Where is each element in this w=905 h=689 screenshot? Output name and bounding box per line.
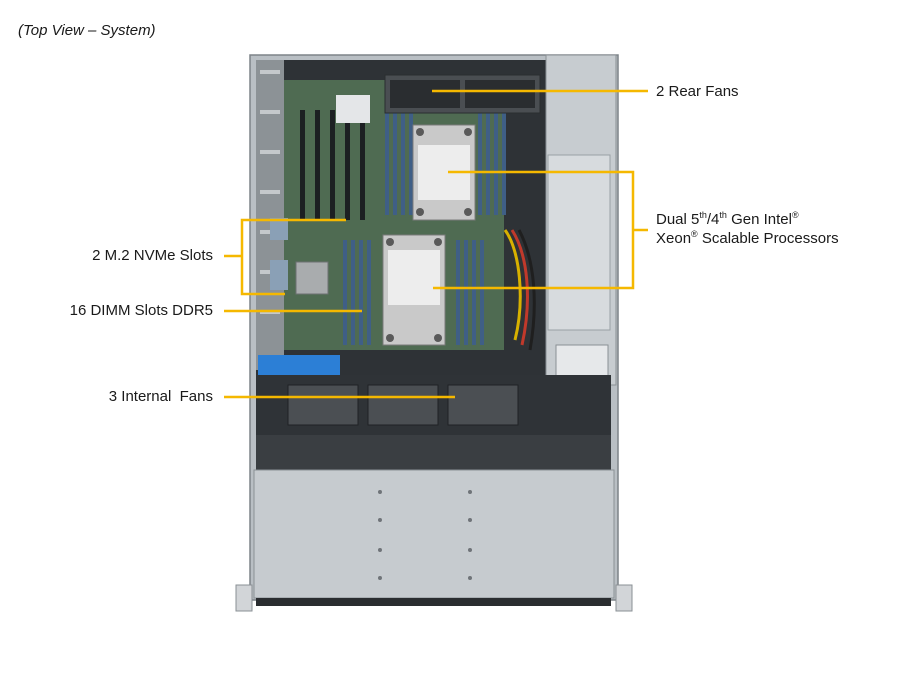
dimm-slots-right bbox=[456, 100, 506, 345]
backplane bbox=[256, 435, 611, 470]
rear-fans bbox=[384, 74, 541, 114]
blue-latch bbox=[258, 355, 340, 375]
cpu-heatsink-1 bbox=[412, 124, 476, 221]
chipset-heatsink bbox=[295, 261, 329, 295]
m2-slot-2 bbox=[270, 260, 288, 290]
label-internal-fans: 3 Internal Fans bbox=[108, 388, 213, 405]
label-processors-line2: Xeon® Scalable Processors bbox=[656, 229, 839, 248]
dimm-slots-left bbox=[343, 100, 413, 345]
caption: (Top View – System) bbox=[18, 22, 156, 39]
drive-bay-panel bbox=[253, 469, 615, 599]
label-processors-line1: Dual 5th/4th Gen Intel® bbox=[656, 210, 799, 229]
pcie-slots bbox=[300, 110, 365, 220]
m2-slot-1 bbox=[270, 218, 288, 240]
label-m2-slots: 2 M.2 NVMe Slots bbox=[92, 247, 213, 264]
label-dimm-slots: 16 DIMM Slots DDR5 bbox=[69, 302, 213, 319]
label-rear-fans: 2 Rear Fans bbox=[656, 83, 739, 100]
front-bezel bbox=[256, 598, 611, 606]
internal-fans bbox=[287, 384, 519, 426]
panel-rivets bbox=[378, 490, 472, 580]
expansion-brackets bbox=[256, 60, 284, 370]
right-rack-ear bbox=[615, 584, 633, 612]
psu-vent bbox=[555, 344, 609, 381]
power-cables bbox=[503, 229, 536, 351]
left-rack-ear bbox=[235, 584, 253, 612]
riser-card bbox=[336, 95, 370, 123]
label-processors: Dual 5th/4th Gen Intel® Xeon® Scalable P… bbox=[656, 210, 839, 248]
power-supply-inner bbox=[547, 154, 611, 331]
callout-lines bbox=[224, 89, 648, 399]
cpu-heatsink-2 bbox=[382, 234, 446, 346]
